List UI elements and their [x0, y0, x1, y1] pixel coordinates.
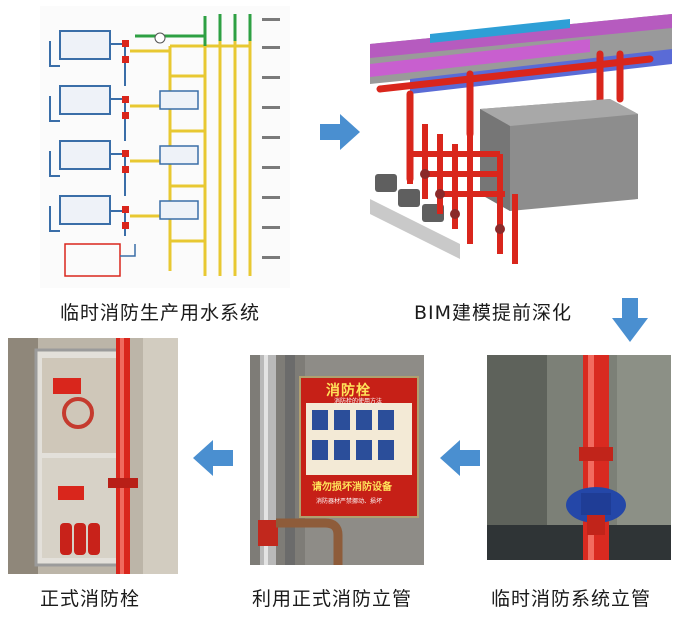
left-equipment-blocks — [49, 30, 126, 236]
schematic-diagram-panel — [40, 6, 290, 288]
cabinet-banner: 请勿损坏消防设备 — [312, 482, 392, 493]
arrow-left-icon — [193, 438, 235, 478]
caption-temporary-standpipe: 临时消防系统立管 — [491, 588, 652, 610]
cabinet-title: 消防栓 — [326, 383, 371, 399]
arrow-right-icon — [320, 112, 362, 152]
caption-temporary-water-system: 临时消防生产用水系统 — [60, 302, 261, 324]
caption-formal-hydrant: 正式消防栓 — [40, 588, 141, 610]
bim-model-panel — [370, 14, 672, 282]
arrow-left-icon — [440, 438, 482, 478]
caption-formal-standpipe: 利用正式消防立管 — [252, 588, 413, 610]
arrow-down-icon — [610, 298, 650, 344]
formal-standpipe-photo: 消防栓 消防栓的使用方法 请勿损坏消防设备 消防器材严禁挪动、损坏 — [250, 355, 424, 565]
formal-hydrant-photo — [8, 338, 178, 574]
cabinet-footer: 消防器材严禁挪动、损坏 — [316, 498, 383, 505]
cabinet-subtitle: 消防栓的使用方法 — [334, 398, 383, 405]
caption-bim-modeling: BIM建模提前深化 — [414, 302, 573, 324]
temporary-standpipe-photo — [487, 355, 671, 560]
